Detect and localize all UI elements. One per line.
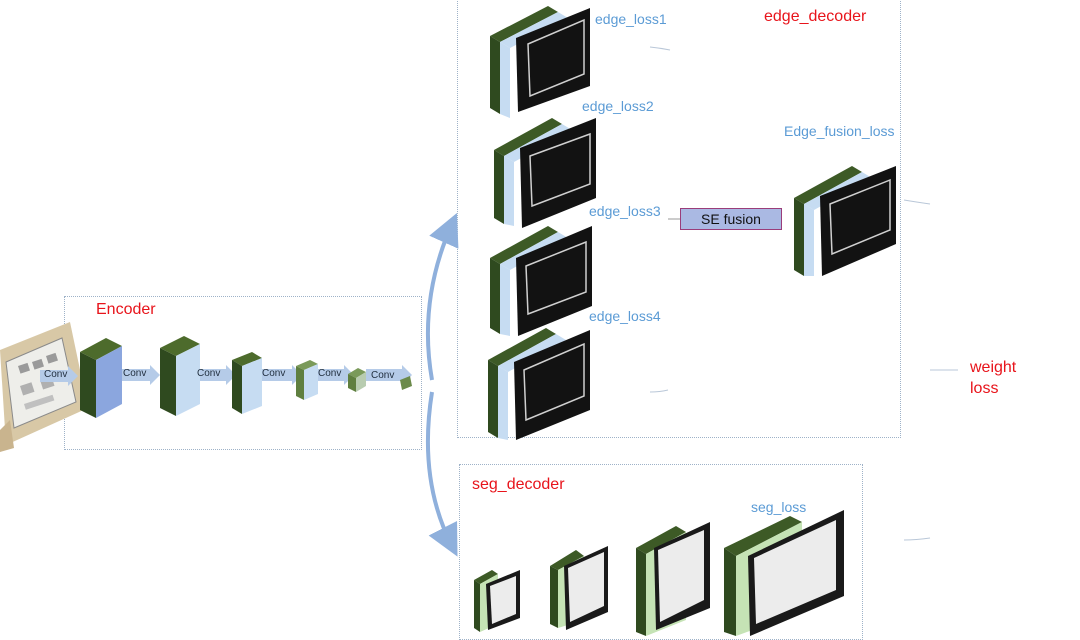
encoder-title: Encoder	[96, 301, 156, 318]
encoder-block-1	[80, 338, 122, 418]
se-fusion-module: SE fusion	[680, 208, 782, 230]
edge-feature-stack-3	[490, 226, 592, 336]
seg-feature-stack-2	[550, 546, 608, 630]
weight-loss-line2: loss	[970, 380, 999, 397]
loss-connectors	[649, 46, 958, 541]
seg-loss-label: seg_loss	[751, 499, 807, 515]
conv-label-3: Conv	[197, 368, 221, 379]
encoder-block-4	[296, 360, 318, 400]
edge-feature-stack-1	[490, 6, 590, 118]
edge-fusion-loss-label: Edge_fusion_loss	[784, 123, 895, 139]
edge-feature-stack-4	[488, 328, 590, 440]
edge-loss-3-label: edge_loss3	[589, 203, 661, 219]
edge-loss-1-label: edge_loss1	[595, 11, 667, 27]
seg-decoder-title: seg_decoder	[472, 476, 565, 493]
edge-fusion-feature-stack	[794, 166, 896, 276]
conv-label-5: Conv	[318, 368, 342, 379]
input-image	[0, 322, 88, 452]
seg-feature-stack-4	[724, 510, 844, 636]
encoder-block-5	[348, 368, 366, 392]
seg-feature-stack-1	[474, 570, 520, 632]
conv-label-2: Conv	[123, 368, 147, 379]
weight-loss-line1: weight	[970, 359, 1017, 376]
edge-loss-4-label: edge_loss4	[589, 308, 661, 324]
branch-arrow-to-edge-decoder	[425, 213, 459, 381]
edge-decoder-title: edge_decoder	[764, 8, 867, 25]
seg-feature-stack-3	[636, 522, 710, 636]
conv-label-4: Conv	[262, 368, 286, 379]
conv-label-6: Conv	[371, 370, 395, 381]
encoder-block-6	[400, 376, 412, 390]
conv-label-1: Conv	[44, 369, 68, 380]
branch-arrow-to-seg-decoder	[425, 391, 458, 557]
encoder-block-3	[232, 352, 262, 414]
edge-loss-2-label: edge_loss2	[582, 98, 654, 114]
encoder-block-2	[160, 336, 200, 416]
edge-feature-stack-2	[494, 118, 596, 228]
